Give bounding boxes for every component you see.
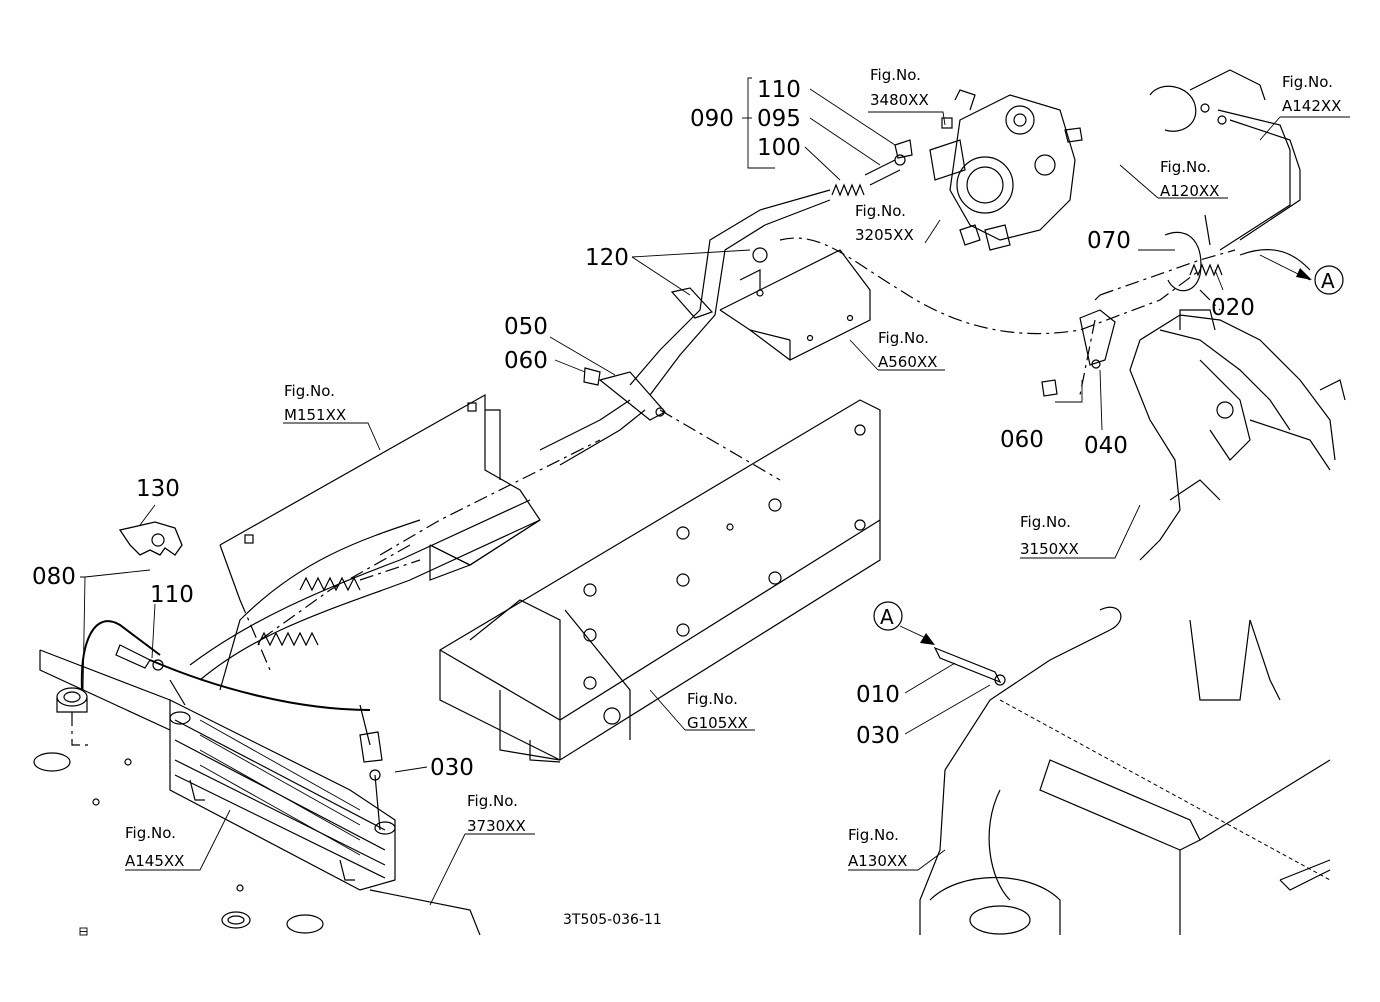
- fig-ref-code: 3205XX: [855, 226, 914, 244]
- fig-ref-label: Fig.No.: [878, 329, 929, 347]
- fig-ref-code: G105XX: [687, 714, 748, 732]
- transmission-housing: [1129, 309, 1346, 561]
- fig-ref-a560xx[interactable]: Fig.No. A560XX: [878, 329, 937, 371]
- fig-ref-label: Fig.No.: [125, 824, 176, 842]
- fig-ref-label: Fig.No.: [284, 382, 335, 400]
- fig-ref-label: Fig.No.: [1282, 73, 1333, 91]
- drawing-code: 3T505-036-11: [563, 912, 662, 928]
- part-label-030-right: 030: [856, 723, 900, 749]
- frame-assembly: [439, 399, 881, 763]
- fig-ref-a145xx[interactable]: Fig.No. A145XX: [125, 824, 184, 870]
- clip-130: [118, 521, 183, 556]
- bracket-panel: [219, 393, 541, 601]
- fig-ref-code: 3730XX: [467, 817, 526, 835]
- fig-ref-label: Fig.No.: [848, 826, 899, 844]
- part-label-110-left: 110: [150, 582, 194, 608]
- fig-ref-code: A120XX: [1160, 182, 1219, 200]
- fig-ref-code: A142XX: [1282, 97, 1341, 115]
- fig-ref-label: Fig.No.: [855, 202, 906, 220]
- part-label-095: 095: [757, 106, 801, 132]
- part-labels: 090 110 095 100 120 050 060 070 020 060 …: [32, 77, 1255, 781]
- connector-marker-label: A: [880, 605, 894, 629]
- fig-ref-label: Fig.No.: [687, 690, 738, 708]
- part-label-040: 040: [1084, 433, 1128, 459]
- connector-marker-label: A: [1321, 269, 1335, 293]
- fig-ref-a142xx[interactable]: Fig.No. A142XX: [1282, 73, 1341, 115]
- fig-ref-label: Fig.No.: [1160, 158, 1211, 176]
- fig-ref-a120xx[interactable]: Fig.No. A120XX: [1160, 158, 1219, 200]
- leader-lines: [80, 77, 1350, 906]
- part-label-120: 120: [585, 245, 629, 271]
- part-label-060-right: 060: [1000, 427, 1044, 453]
- fig-ref-code: A145XX: [125, 852, 184, 870]
- fig-ref-3730xx[interactable]: Fig.No. 3730XX: [467, 792, 526, 835]
- fig-ref-3150xx[interactable]: Fig.No. 3150XX: [1020, 513, 1079, 558]
- cable-bracket: [719, 247, 871, 361]
- part-label-030-left: 030: [430, 755, 474, 781]
- part-label-130: 130: [136, 476, 180, 502]
- part-label-070: 070: [1087, 228, 1131, 254]
- part-label-080: 080: [32, 564, 76, 590]
- fig-ref-code: M151XX: [284, 406, 346, 424]
- fig-ref-3480xx[interactable]: Fig.No. 3480XX: [870, 66, 929, 109]
- fig-ref-label: Fig.No.: [467, 792, 518, 810]
- part-label-100: 100: [757, 135, 801, 161]
- lower-case: [919, 606, 1331, 935]
- part-label-020: 020: [1211, 295, 1255, 321]
- part-label-060-left: 060: [504, 348, 548, 374]
- part-label-050: 050: [504, 314, 548, 340]
- oil-cooler: [39, 649, 481, 936]
- part-label-090: 090: [690, 106, 734, 132]
- fig-ref-code: A130XX: [848, 852, 907, 870]
- part-label-110-top: 110: [757, 77, 801, 103]
- fig-ref-label: Fig.No.: [1020, 513, 1071, 531]
- connector-marker-a-right[interactable]: A: [1314, 265, 1344, 295]
- fig-ref-a130xx[interactable]: Fig.No. A130XX: [848, 826, 907, 870]
- corner-mark: [79, 927, 88, 936]
- fig-ref-label: Fig.No.: [870, 66, 921, 84]
- figure-references: Fig.No. 3480XX Fig.No. 3205XX Fig.No. A1…: [125, 66, 1341, 870]
- fig-ref-code: 3480XX: [870, 91, 929, 109]
- fig-ref-code: A560XX: [878, 353, 937, 371]
- fig-ref-code: 3150XX: [1020, 540, 1079, 558]
- connector-marker-a-left[interactable]: A: [873, 601, 903, 631]
- fig-ref-3205xx[interactable]: Fig.No. 3205XX: [855, 202, 914, 244]
- springs: [257, 139, 1311, 647]
- throttle-cable: [80, 189, 1236, 831]
- fittings: [115, 69, 1301, 781]
- fig-ref-m151xx[interactable]: Fig.No. M151XX: [284, 382, 346, 424]
- injection-pump: [929, 89, 1083, 251]
- base-plate: [33, 687, 324, 934]
- part-label-010: 010: [856, 682, 900, 708]
- fig-ref-g105xx[interactable]: Fig.No. G105XX: [687, 690, 748, 732]
